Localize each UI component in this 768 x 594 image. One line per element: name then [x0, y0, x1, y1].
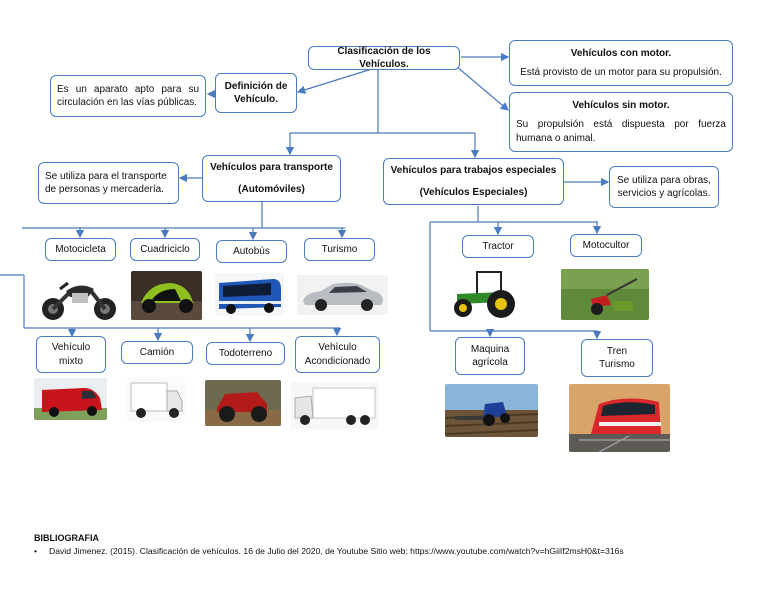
motocultor-photo: [561, 269, 649, 320]
item-motocultor: Motocultor: [570, 234, 642, 257]
root-box: Clasificación de los Vehículos.: [308, 46, 460, 70]
definicion-line2: Vehículo.: [234, 94, 278, 105]
bibliography-list: David Jimenez. (2015). Clasificación de …: [48, 546, 624, 556]
item-camion: Camión: [121, 341, 193, 364]
motorcycle-photo: [36, 269, 122, 324]
agricultural-machine-photo: [445, 384, 538, 437]
motor-box: Vehículos con motor. Está provisto de un…: [509, 40, 733, 86]
van-photo: [34, 378, 107, 420]
transporte-line1: Vehículos para transporte: [210, 162, 333, 173]
transporte-desc: Se utiliza para el transporte de persona…: [45, 170, 167, 196]
item-turismo: Turismo: [304, 238, 375, 261]
especiales-desc: Se utiliza para obras, servicios y agríc…: [617, 174, 711, 200]
item-mixto-line2: mixto: [59, 355, 83, 367]
item-acond-line2: Acondicionado: [304, 355, 371, 367]
item-vehiculo-acondicionado: Vehículo Acondicionado: [295, 336, 380, 373]
item-tractor: Tractor: [462, 235, 534, 258]
item-mixto-line1: Vehículo: [51, 342, 91, 353]
refrigerated-truck-photo: [291, 382, 379, 429]
item-vehiculo-mixto: Vehículo mixto: [36, 336, 106, 373]
item-tractor-label: Tractor: [482, 240, 514, 252]
bus-photo: [215, 273, 284, 316]
item-cuadriciclo-label: Cuadriciclo: [140, 243, 190, 255]
especiales-line2: (Vehículos Especiales): [419, 186, 528, 198]
item-autobus-label: Autobús: [233, 245, 270, 257]
item-camion-label: Camión: [139, 346, 175, 358]
motor-desc: Está provisto de un motor para su propul…: [520, 67, 722, 78]
car-photo: [297, 275, 388, 315]
item-cuadriciclo: Cuadriciclo: [130, 238, 200, 261]
transporte-line2: (Automóviles): [238, 183, 305, 195]
item-todoterreno-label: Todoterreno: [218, 347, 273, 359]
bibliography-entry: David Jimenez. (2015). Clasificación de …: [48, 546, 624, 556]
definicion-box: Definición de Vehículo.: [215, 73, 297, 113]
item-todoterreno: Todoterreno: [206, 342, 285, 365]
root-label: Clasificación de los Vehículos.: [337, 45, 431, 71]
item-maquina-line1: Maquina: [470, 343, 510, 355]
item-motocicleta-label: Motocicleta: [55, 243, 106, 255]
offroad-photo: [205, 380, 281, 426]
sinmotor-box: Vehículos sin motor. Su propulsión está …: [509, 92, 733, 152]
definicion-text: Es un aparato apto para su circulación e…: [57, 83, 199, 109]
transporte-desc-box: Se utiliza para el transporte de persona…: [38, 162, 179, 204]
item-turismo-label: Turismo: [321, 243, 358, 255]
item-autobus: Autobús: [216, 240, 287, 263]
sinmotor-title: Vehículos sin motor.: [572, 99, 670, 111]
bibliography-title: BIBLIOGRAFIA: [34, 533, 99, 543]
item-tren-line2: Turismo: [599, 359, 635, 370]
train-photo: [569, 384, 670, 452]
sinmotor-desc: Su propulsión está dispuesta por fuerza …: [516, 119, 726, 144]
item-motocicleta: Motocicleta: [45, 238, 116, 261]
item-motocultor-label: Motocultor: [582, 239, 630, 251]
truck-photo: [127, 377, 185, 422]
item-maquina-line2: agrícola: [472, 357, 508, 368]
item-maquina-agricola: Maquina agrícola: [455, 337, 525, 375]
motor-title: Vehículos con motor.: [570, 47, 672, 59]
quadricycle-photo: [131, 271, 202, 320]
especiales-box: Vehículos para trabajos especiales (Vehí…: [383, 158, 564, 205]
item-acond-line1: Vehículo: [318, 342, 357, 353]
especiales-desc-box: Se utiliza para obras, servicios y agríc…: [609, 166, 719, 208]
definicion-line1: Definición de: [224, 80, 288, 92]
tractor-photo: [447, 266, 522, 321]
especiales-line1: Vehículos para trabajos especiales: [390, 165, 557, 176]
definicion-text-box: Es un aparato apto para su circulación e…: [50, 75, 206, 117]
item-tren-line1: Tren: [606, 345, 628, 357]
transporte-box: Vehículos para transporte (Automóviles): [202, 155, 341, 202]
item-tren-turismo: Tren Turismo: [581, 339, 653, 377]
